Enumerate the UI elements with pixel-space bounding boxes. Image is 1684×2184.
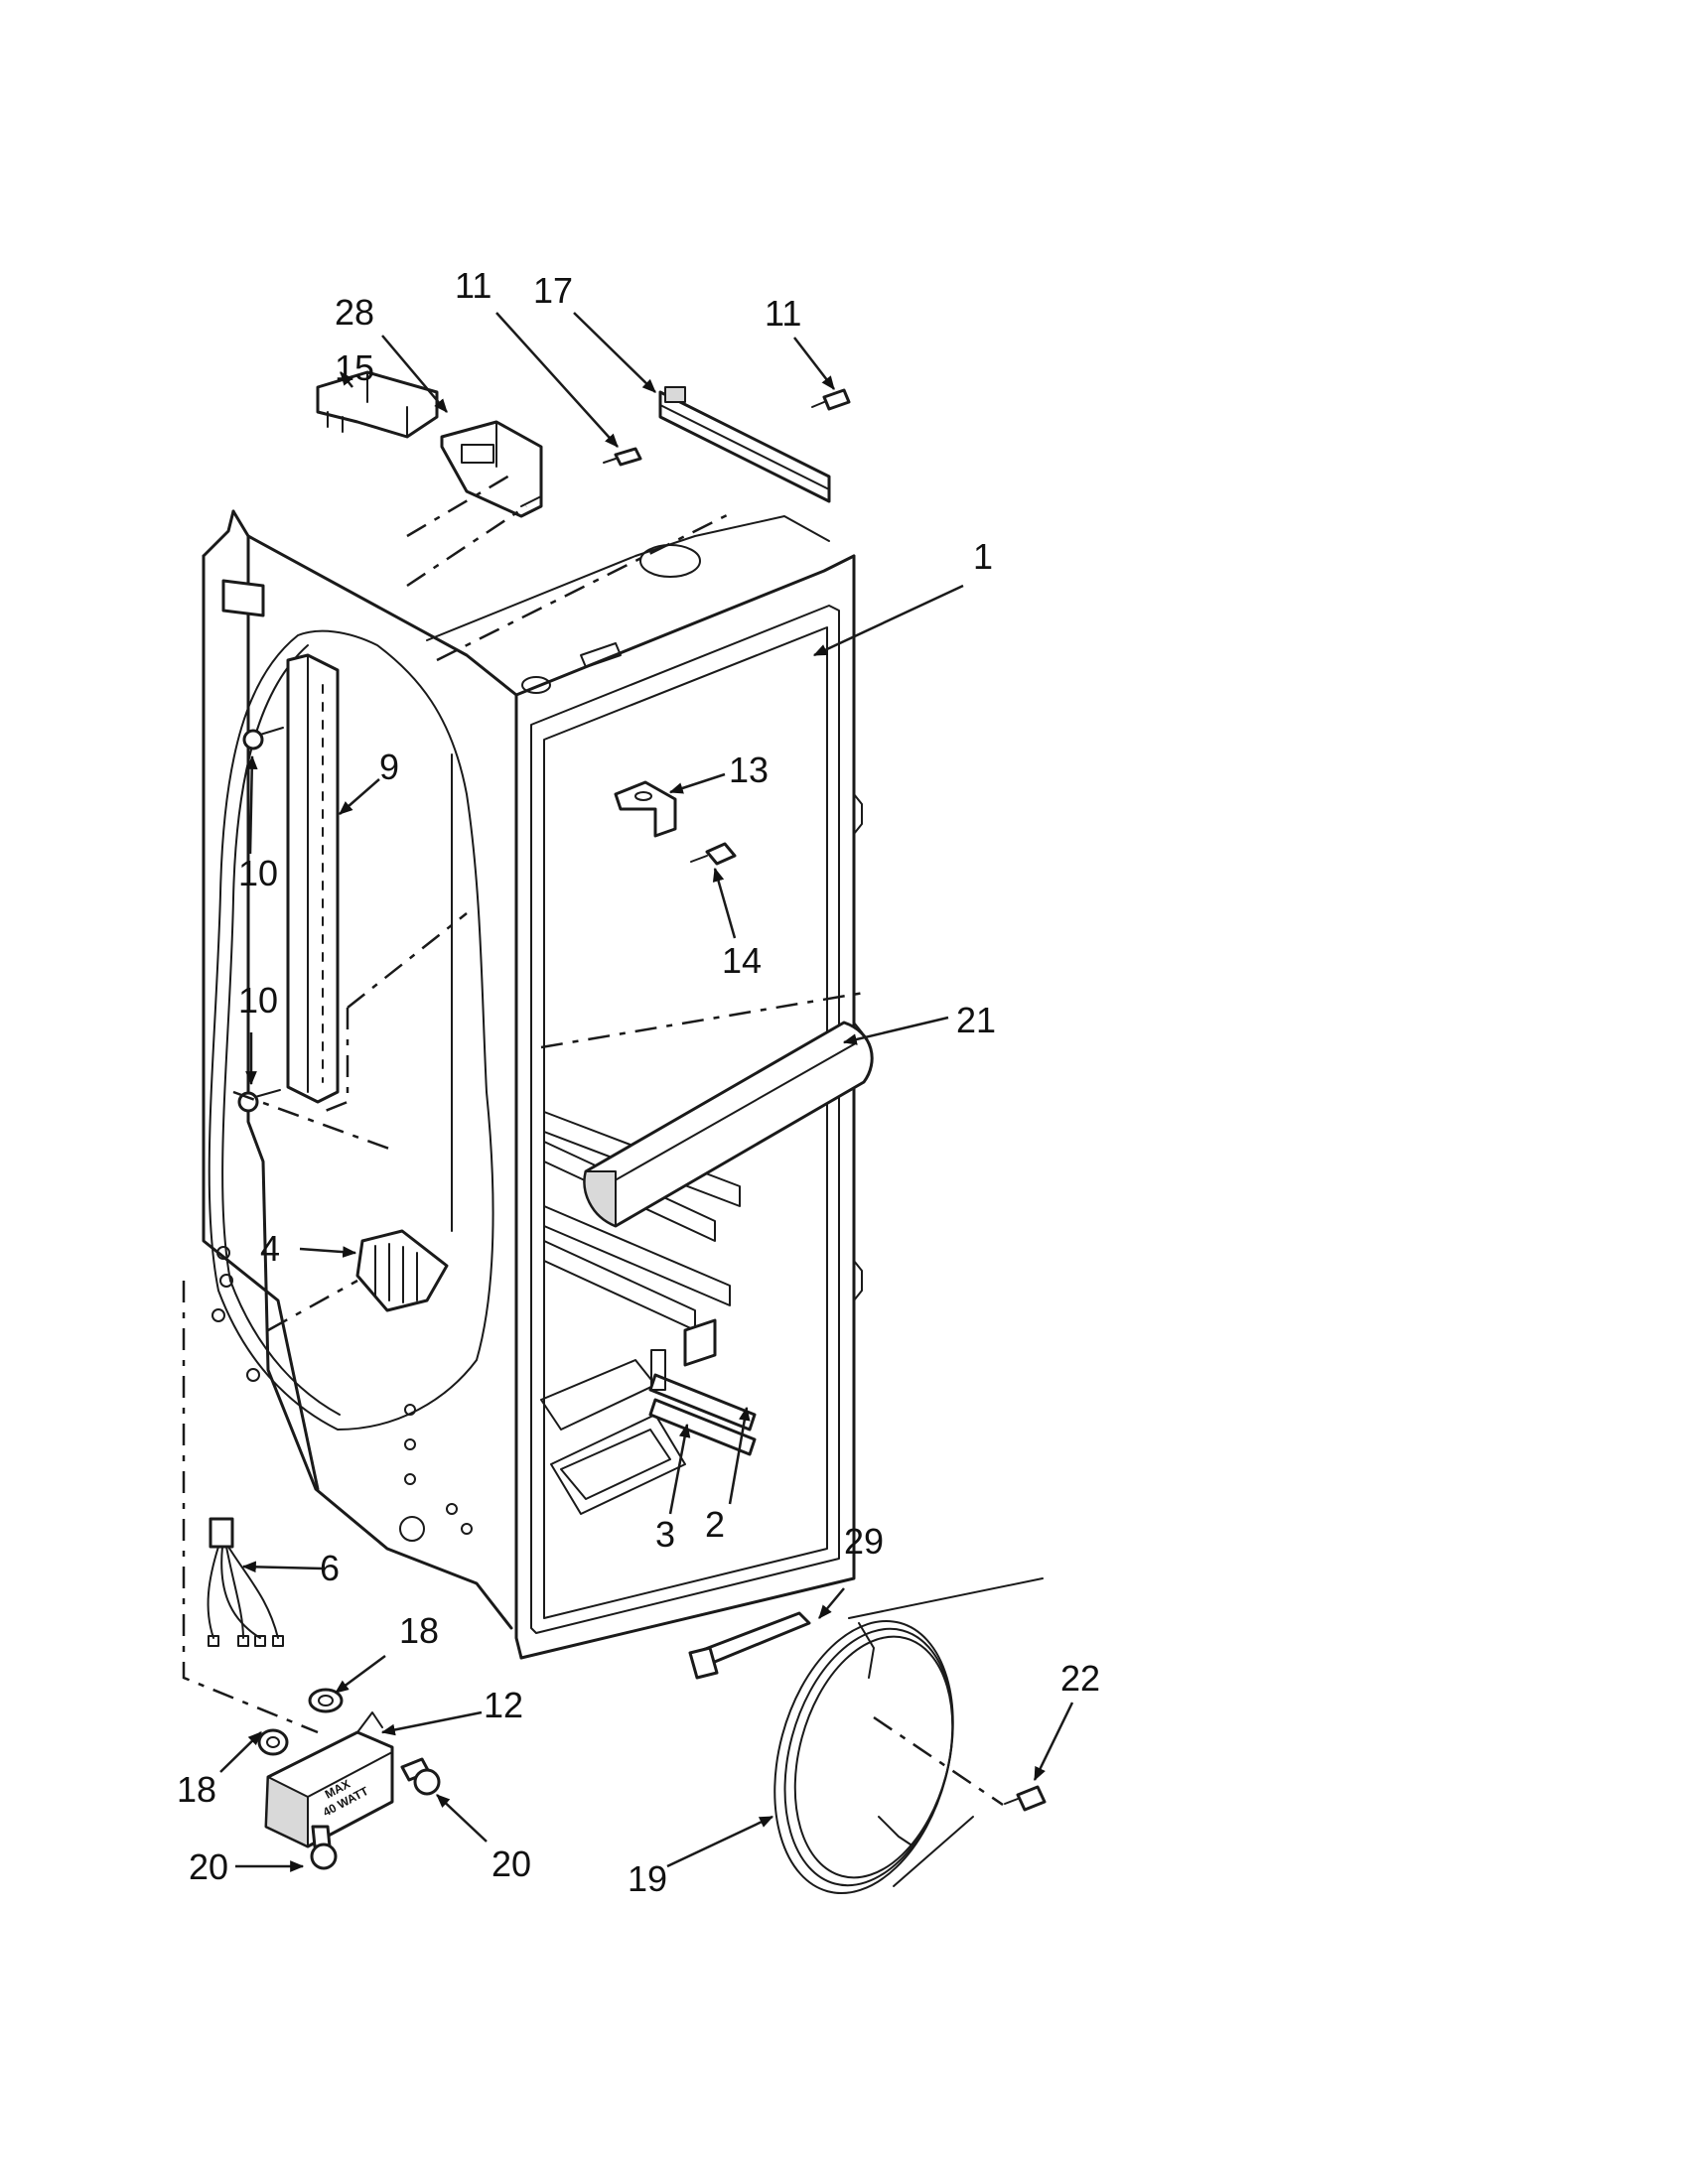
callout-20-right: 20 bbox=[491, 1843, 531, 1884]
screw-part-22 bbox=[1004, 1785, 1047, 1812]
coiled-tube-part-19 bbox=[773, 1577, 1044, 1895]
callout-labels: 1 2 3 4 6 9 10 10 11 11 12 13 14 15 17 1… bbox=[177, 265, 1100, 1899]
screw-part-11-right bbox=[811, 388, 851, 411]
assembly-lines bbox=[182, 470, 1004, 1807]
callout-10-lower: 10 bbox=[238, 980, 278, 1021]
screw-part-14 bbox=[690, 842, 737, 866]
callout-28: 28 bbox=[335, 292, 374, 333]
screw-part-10-lower bbox=[237, 1089, 281, 1113]
callout-11-left: 11 bbox=[455, 265, 491, 306]
callout-6: 6 bbox=[320, 1548, 340, 1588]
callout-12: 12 bbox=[484, 1685, 523, 1725]
callout-22: 22 bbox=[1060, 1658, 1100, 1699]
shelf-rail-part-9 bbox=[286, 653, 340, 1104]
callout-3: 3 bbox=[655, 1514, 675, 1555]
callout-4: 4 bbox=[260, 1228, 280, 1269]
control-housing-part-15 bbox=[316, 370, 439, 439]
callout-18-lower: 18 bbox=[177, 1769, 216, 1810]
callout-2: 2 bbox=[705, 1504, 725, 1545]
callout-18-upper: 18 bbox=[399, 1610, 439, 1651]
screw-part-11-left bbox=[603, 447, 642, 467]
callout-17: 17 bbox=[533, 270, 573, 311]
callout-9: 9 bbox=[379, 747, 399, 787]
mounting-bracket-part-28 bbox=[440, 420, 543, 518]
vent-grille-part-4 bbox=[355, 1229, 449, 1312]
callout-15: 15 bbox=[335, 347, 374, 388]
clip-part-18-lower bbox=[257, 1728, 289, 1756]
callout-20-left: 20 bbox=[189, 1846, 228, 1887]
clip-part-18-upper bbox=[308, 1688, 344, 1713]
callout-1: 1 bbox=[973, 536, 993, 577]
bulb-part-20-left bbox=[310, 1825, 338, 1870]
callout-13: 13 bbox=[729, 750, 769, 790]
cable-tie-part-29 bbox=[688, 1611, 811, 1680]
callout-19: 19 bbox=[628, 1858, 667, 1899]
cover-part-21 bbox=[583, 1021, 874, 1228]
callout-11-right: 11 bbox=[765, 293, 801, 334]
callout-10-upper: 10 bbox=[238, 853, 278, 893]
callout-14: 14 bbox=[722, 940, 762, 981]
bulb-part-20-right bbox=[400, 1757, 441, 1796]
callout-21: 21 bbox=[956, 1000, 996, 1040]
leader-lines bbox=[219, 312, 1074, 1872]
screw-part-10-upper bbox=[242, 727, 284, 751]
bracket-strip-part-17 bbox=[658, 386, 831, 503]
wire-harness-part-6 bbox=[207, 1517, 284, 1647]
callout-29: 29 bbox=[844, 1521, 884, 1562]
lamp-socket-part-12: MAX 40 WATT bbox=[264, 1711, 394, 1848]
bracket-part-13 bbox=[614, 780, 677, 838]
